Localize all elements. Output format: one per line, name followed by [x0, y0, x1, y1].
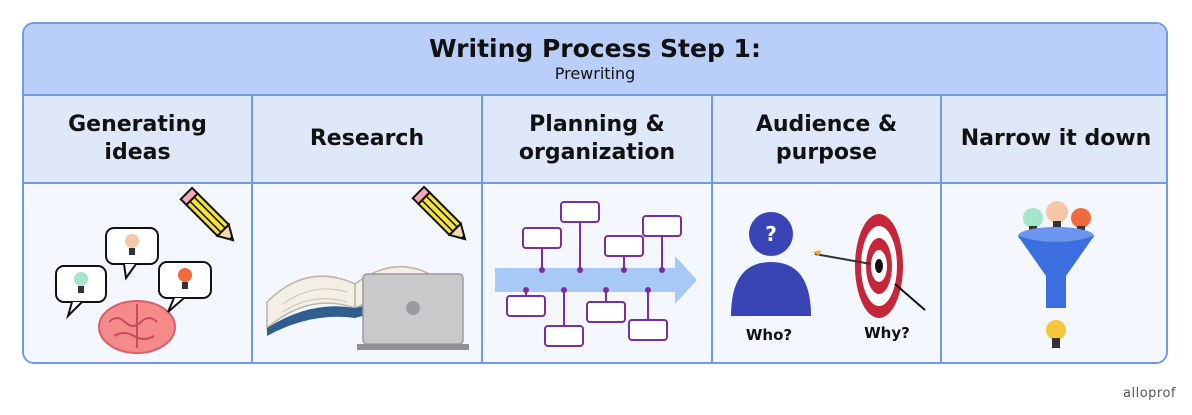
idea-bubble-left — [55, 265, 107, 320]
brain-ideas-icon — [55, 186, 235, 354]
column-label: Planning & organization — [518, 112, 676, 165]
funnel-icon — [1018, 201, 1094, 348]
idea-bubble-center — [105, 227, 159, 281]
idea-bubble-right — [158, 261, 212, 313]
bulb-icon — [1046, 320, 1066, 348]
pencil-icon — [411, 185, 467, 241]
laptop-icon — [357, 273, 469, 350]
column-body — [24, 184, 251, 362]
target-icon — [813, 214, 926, 318]
why-label: Why? — [864, 324, 910, 342]
person-target-icon: ? Who? Why? — [731, 212, 926, 344]
header: Writing Process Step 1: Prewriting — [24, 24, 1166, 96]
brain-icon — [98, 300, 176, 354]
page-subtitle: Prewriting — [554, 64, 636, 83]
column-narrow-it-down: Narrow it down — [942, 96, 1166, 362]
column-label: Audience & purpose — [755, 112, 898, 165]
column-label: Generating ideas — [68, 112, 207, 165]
column-header: Audience & purpose — [713, 96, 940, 184]
timeline-icon — [495, 201, 697, 347]
column-generating-ideas: Generating ideas — [24, 96, 253, 362]
columns: Generating ideas — [24, 96, 1166, 362]
column-body — [942, 184, 1166, 362]
column-body — [483, 184, 711, 362]
person-icon: ? — [731, 212, 811, 316]
column-body: ? Who? Why? — [713, 184, 940, 362]
column-header: Narrow it down — [942, 96, 1166, 184]
column-label: Narrow it down — [960, 126, 1152, 151]
pencil-icon — [179, 186, 235, 242]
page-title: Writing Process Step 1: — [429, 34, 761, 63]
column-header: Planning & organization — [483, 96, 711, 184]
column-label: Research — [309, 126, 425, 151]
who-label: Who? — [746, 326, 792, 344]
column-body — [253, 184, 481, 362]
column-research: Research — [253, 96, 483, 362]
column-planning-organization: Planning & organization — [483, 96, 713, 362]
svg-text:?: ? — [765, 222, 777, 246]
brand-logo: alloprof — [1123, 386, 1176, 401]
column-header: Research — [253, 96, 481, 184]
process-frame: Writing Process Step 1: Prewriting Gener… — [22, 22, 1168, 364]
column-audience-purpose: Audience & purpose ? Who? — [713, 96, 942, 362]
book-laptop-icon — [266, 185, 469, 350]
column-header: Generating ideas — [24, 96, 251, 184]
